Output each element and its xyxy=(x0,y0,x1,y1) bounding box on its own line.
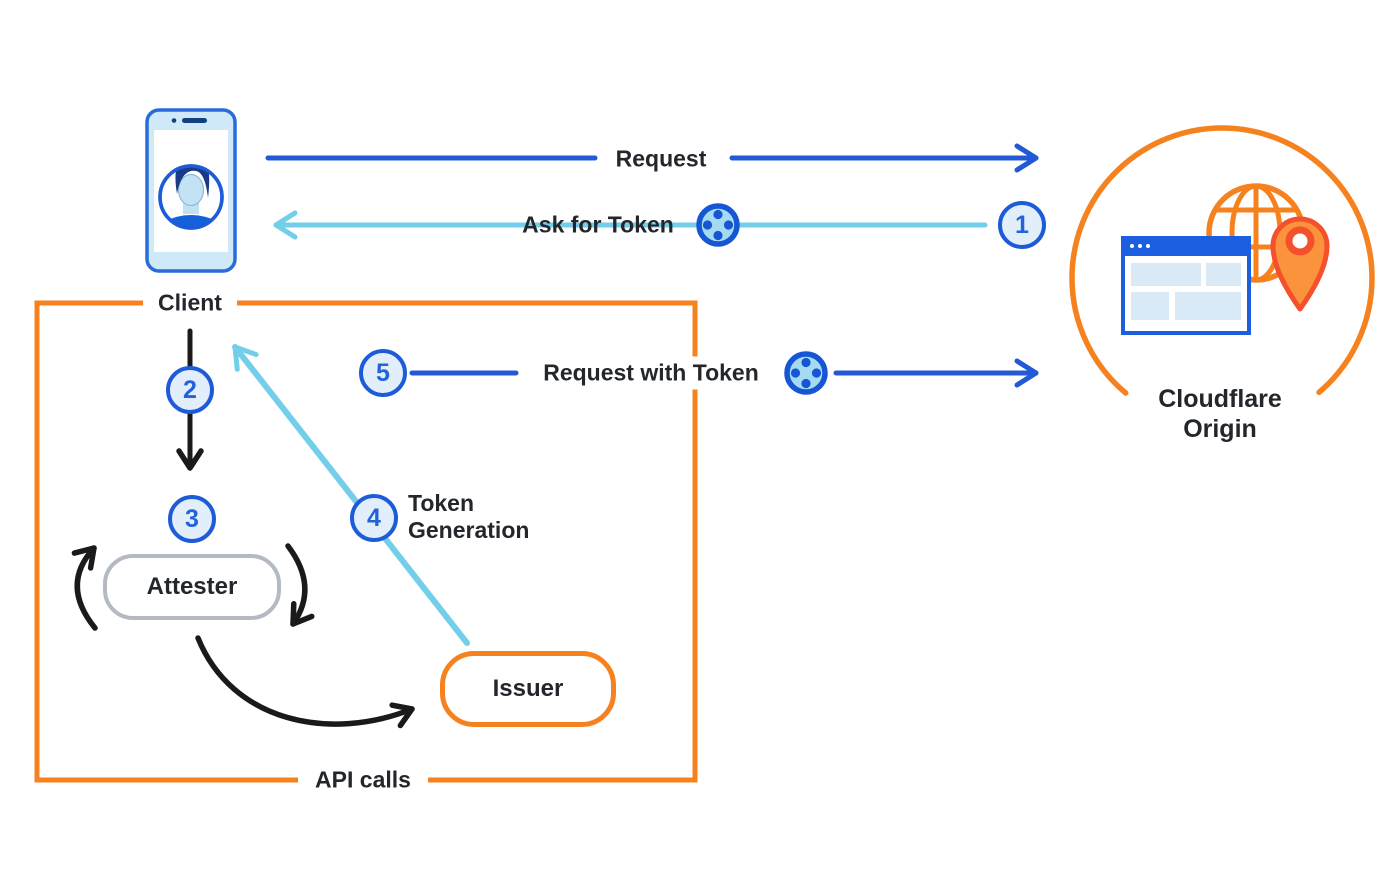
issuer-node-label: Issuer xyxy=(492,675,564,702)
step-badge-1: 1 xyxy=(998,201,1046,249)
cloudflare-origin-node-label: Cloudflare Origin xyxy=(1158,385,1282,443)
request-with-token-flow-label: Request with Token xyxy=(523,356,779,390)
attester-to-issuer-arrow xyxy=(195,635,415,729)
step-badge-5: 5 xyxy=(359,349,407,397)
browser-window-icon xyxy=(1121,236,1251,335)
token-generation-flow-label: Token Generation xyxy=(408,490,530,543)
attester-loop-arrows xyxy=(71,543,315,631)
phone-user-icon xyxy=(145,108,237,273)
origin-circle xyxy=(1069,125,1375,431)
cloudflare-origin-icon xyxy=(1069,125,1375,431)
request-flow-label: Request xyxy=(615,145,707,172)
token-icon xyxy=(784,351,828,395)
token-generation-arrow xyxy=(232,344,470,646)
attester-node-label: Attester xyxy=(146,573,238,600)
location-pin-icon xyxy=(1270,216,1330,312)
token-icon xyxy=(696,203,740,247)
attester-node: Attester xyxy=(103,554,281,620)
step-badge-3: 3 xyxy=(168,495,216,543)
api-calls-box-label: API calls xyxy=(298,763,428,797)
step-badge-2: 2 xyxy=(166,366,214,414)
ask-for-token-flow-label: Ask for Token xyxy=(522,211,674,238)
step-badge-4: 4 xyxy=(350,494,398,542)
issuer-node: Issuer xyxy=(440,651,616,727)
client-node-label: Client xyxy=(143,286,237,320)
